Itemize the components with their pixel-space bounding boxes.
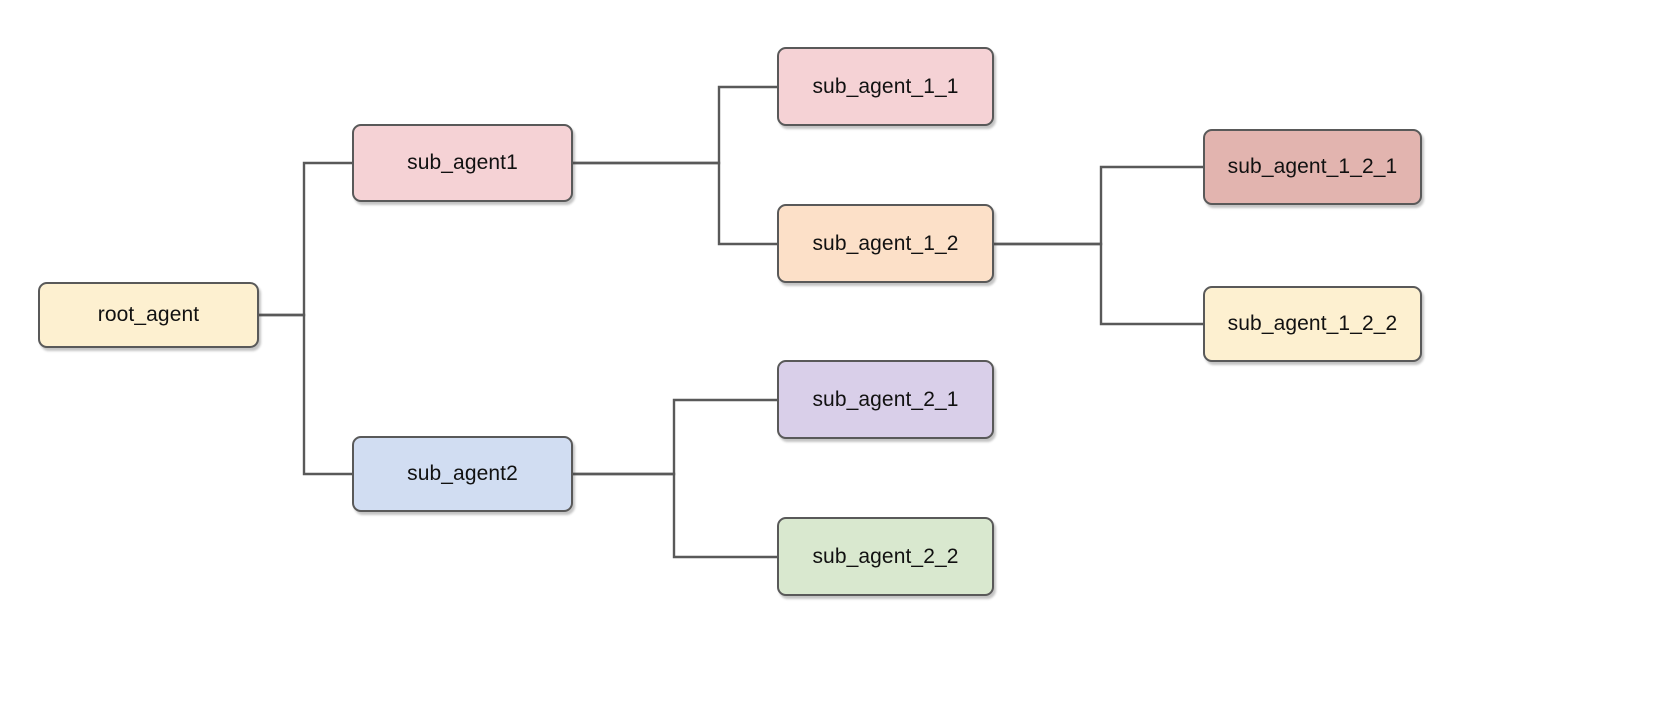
node-sub_agent2[interactable]: sub_agent2 bbox=[352, 436, 573, 512]
node-sub_agent_2_2[interactable]: sub_agent_2_2 bbox=[777, 517, 994, 596]
node-label-sub_agent_1_2: sub_agent_1_2 bbox=[812, 231, 959, 255]
node-sub_agent_2_1[interactable]: sub_agent_2_1 bbox=[777, 360, 994, 439]
node-label-sub_agent2: sub_agent2 bbox=[407, 462, 518, 485]
node-label-sub_agent_2_1: sub_agent_2_1 bbox=[812, 387, 959, 411]
edge-sub_agent1-to-sub_agent_1_1 bbox=[573, 85, 777, 165]
edge-sub_agent_1_2-to-sub_agent_1_2_2 bbox=[994, 242, 1203, 326]
node-label-sub_agent_1_2_2: sub_agent_1_2_2 bbox=[1227, 312, 1398, 335]
node-label-sub_agent_2_2: sub_agent_2_2 bbox=[812, 544, 959, 568]
node-root_agent[interactable]: root_agent bbox=[38, 282, 259, 348]
node-label-root_agent: root_agent bbox=[97, 303, 200, 326]
node-sub_agent_1_2[interactable]: sub_agent_1_2 bbox=[777, 204, 994, 283]
node-label-sub_agent_1_1: sub_agent_1_1 bbox=[812, 74, 959, 98]
node-sub_agent1[interactable]: sub_agent1 bbox=[352, 124, 573, 202]
edge-root_agent-to-sub_agent2 bbox=[259, 313, 352, 476]
node-label-sub_agent1: sub_agent1 bbox=[407, 151, 518, 174]
node-sub_agent_1_2_2[interactable]: sub_agent_1_2_2 bbox=[1203, 286, 1422, 362]
node-sub_agent_1_1[interactable]: sub_agent_1_1 bbox=[777, 47, 994, 126]
edge-sub_agent1-to-sub_agent_1_2 bbox=[573, 161, 777, 246]
edge-root_agent-to-sub_agent1 bbox=[259, 161, 352, 317]
node-sub_agent_1_2_1[interactable]: sub_agent_1_2_1 bbox=[1203, 129, 1422, 205]
edge-sub_agent2-to-sub_agent_2_1 bbox=[573, 398, 777, 476]
edge-sub_agent2-to-sub_agent_2_2 bbox=[573, 472, 777, 559]
node-label-sub_agent_1_2_1: sub_agent_1_2_1 bbox=[1227, 155, 1398, 178]
edge-sub_agent_1_2-to-sub_agent_1_2_1 bbox=[994, 165, 1203, 246]
